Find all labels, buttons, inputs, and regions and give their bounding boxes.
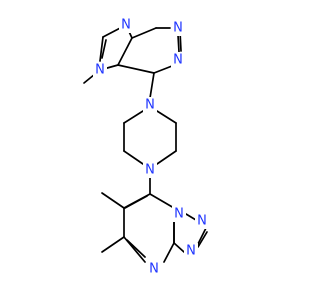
chemical-double-bond-line [126,239,146,258]
atom-label-background [184,243,198,259]
atom-label-group: N [172,206,186,222]
chemical-bond [185,213,197,221]
nitrogen-atom-label: N [149,262,159,277]
atom-label-group: N [143,162,157,178]
nitrogen-atom-label: N [174,207,184,222]
chemical-bond [117,37,133,66]
chemical-bond [99,36,104,62]
chemical-bond [177,34,180,53]
atom-label-background [171,20,185,36]
atom-label-group: N [143,97,157,113]
chemical-bond [196,227,207,247]
atom-label-background [195,213,209,229]
chemical-bond [156,150,177,165]
chemical-bond [123,110,144,124]
chemical-double-bond-line [197,231,208,248]
chemical-bond [117,64,155,74]
nitrogen-atom-label: N [197,214,207,229]
atom-label-group: N [171,52,185,68]
nitrogen-atom-label: N [145,163,155,178]
chemical-bond [149,193,175,209]
nitrogen-atom-label: N [145,98,155,113]
nitrogen-atom-label: N [95,63,105,78]
chemical-bond [101,236,125,253]
chemical-bond [123,150,144,165]
chemical-bond [101,192,125,209]
atom-label-group: N [195,213,209,229]
nitrogen-atom-label: N [173,21,183,36]
chemical-bond [153,65,173,74]
nitrogen-atom-label: N [173,53,183,68]
atom-label-background [172,206,186,222]
atom-label-background [93,62,107,78]
atom-label-group: N [147,261,161,277]
chemical-bond [149,72,155,99]
atom-label-group: N [184,243,198,259]
bond-layer [83,24,208,263]
chemical-double-bond-line [124,195,148,209]
nitrogen-atom-label: N [121,18,131,33]
chemical-double-bond-line [101,39,107,59]
atom-label-background [171,52,185,68]
atom-label-group: N [171,20,185,36]
chemical-bond [163,242,175,263]
atom-label-background [147,261,161,277]
nitrogen-atom-label: N [186,244,196,259]
chemical-bond [131,27,157,39]
atom-label-background [143,162,157,178]
atom-label-background [143,97,157,113]
chemical-bond [173,242,185,253]
atom-label-group: N [93,62,107,78]
atom-label-group: N [119,17,133,33]
atom-label-background [119,17,133,33]
chemical-bond [156,110,177,124]
